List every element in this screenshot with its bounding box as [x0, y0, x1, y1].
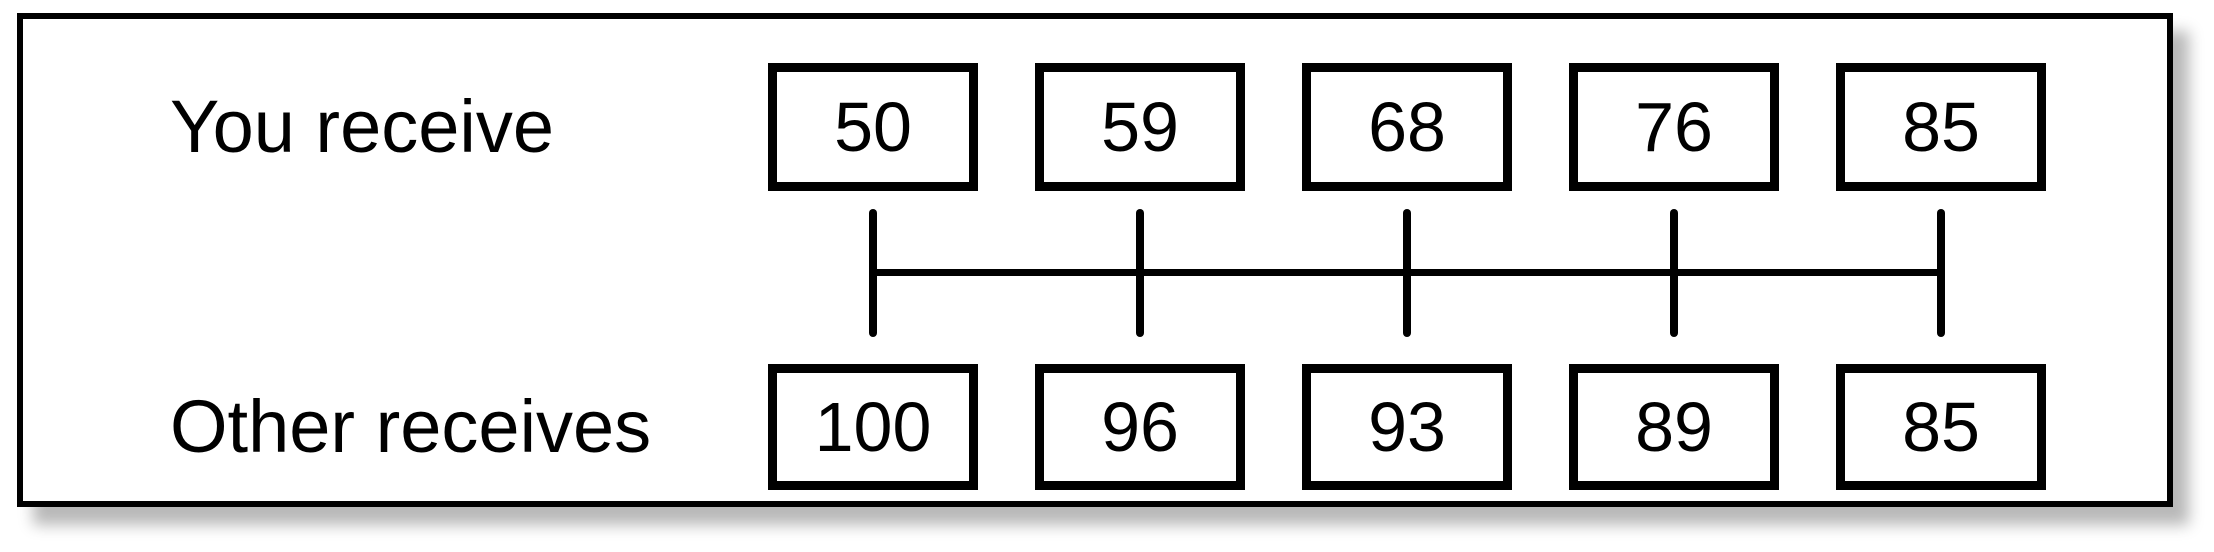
other-receives-label: Other receives [170, 364, 651, 490]
slider-tick-3 [1403, 209, 1411, 337]
figure-frame: You receive Other receives 50 59 68 76 8… [17, 13, 2173, 507]
other-receives-label-text: Other receives [170, 385, 652, 468]
you-receive-label-text: You receive [170, 85, 554, 168]
you-receive-option-1: 50 [768, 63, 978, 191]
other-receives-option-1: 100 [768, 364, 978, 490]
other-receives-option-5: 85 [1836, 364, 2046, 490]
you-receive-option-3: 68 [1302, 63, 1512, 191]
slider-tick-4 [1670, 209, 1678, 337]
you-receive-option-2: 59 [1035, 63, 1245, 191]
other-receives-option-4: 89 [1569, 364, 1779, 490]
you-receive-label: You receive [170, 63, 554, 191]
you-receive-option-4: 76 [1569, 63, 1779, 191]
slider-tick-2 [1136, 209, 1144, 337]
you-receive-option-5: 85 [1836, 63, 2046, 191]
slider-tick-1 [869, 209, 877, 337]
other-receives-option-3: 93 [1302, 364, 1512, 490]
slider-tick-5 [1937, 209, 1945, 337]
other-receives-option-2: 96 [1035, 364, 1245, 490]
